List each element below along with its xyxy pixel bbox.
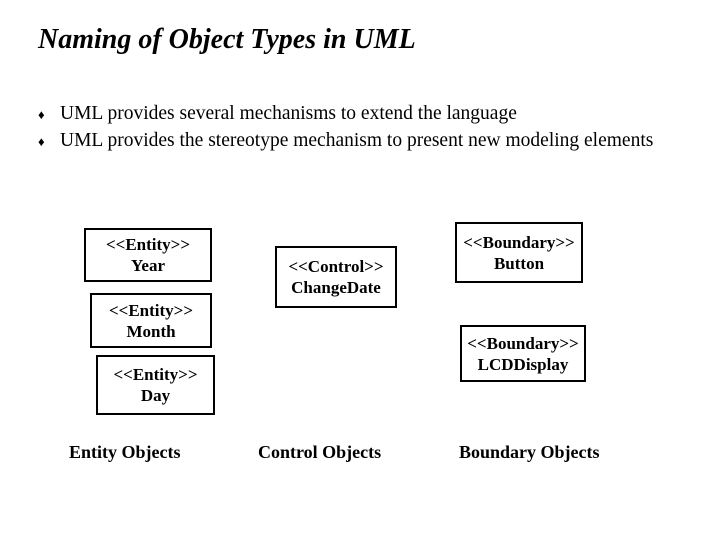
object-name-label: Day (140, 386, 171, 405)
uml-box-entity-year: <<Entity>> Year (84, 228, 212, 282)
stereotype-label: <<Entity>> (113, 365, 198, 384)
diamond-bullet-icon: ♦ (38, 134, 45, 149)
column-label-boundary-objects: Boundary Objects (459, 442, 600, 462)
bullet-text: UML provides the stereotype mechanism to… (60, 130, 654, 151)
column-label-entity-objects: Entity Objects (69, 442, 181, 462)
uml-box-boundary-button: <<Boundary>> Button (455, 222, 583, 283)
object-name-label: Button (493, 253, 545, 273)
stereotype-label: <<Boundary>> (463, 232, 575, 252)
bullet-list: ♦ UML provides several mechanisms to ext… (38, 103, 653, 157)
object-name-label: Year (131, 256, 165, 275)
bullet-item: ♦ UML provides several mechanisms to ext… (38, 103, 653, 130)
object-name-label: ChangeDate (291, 278, 381, 297)
stereotype-label: <<Control>> (288, 257, 384, 276)
uml-box-entity-day: <<Entity>> Day (96, 355, 215, 415)
uml-box-boundary-lcddisplay: <<Boundary>> LCDDisplay (460, 325, 586, 382)
object-name-label: Month (126, 321, 176, 341)
stereotype-label: <<Entity>> (108, 300, 194, 320)
column-label-control-objects: Control Objects (258, 442, 382, 462)
slide-title: Naming of Object Types in UML (38, 24, 416, 55)
stereotype-label: <<Entity>> (105, 235, 191, 254)
diamond-bullet-icon: ♦ (38, 107, 45, 122)
bullet-item: ♦ UML provides the stereotype mechanism … (38, 130, 653, 157)
object-name-label: LCDDisplay (477, 354, 569, 374)
bullet-text: UML provides several mechanisms to exten… (60, 103, 517, 124)
uml-box-control-changedate: <<Control>> ChangeDate (275, 246, 397, 308)
stereotype-label: <<Boundary>> (467, 333, 579, 353)
uml-box-entity-month: <<Entity>> Month (90, 293, 212, 348)
